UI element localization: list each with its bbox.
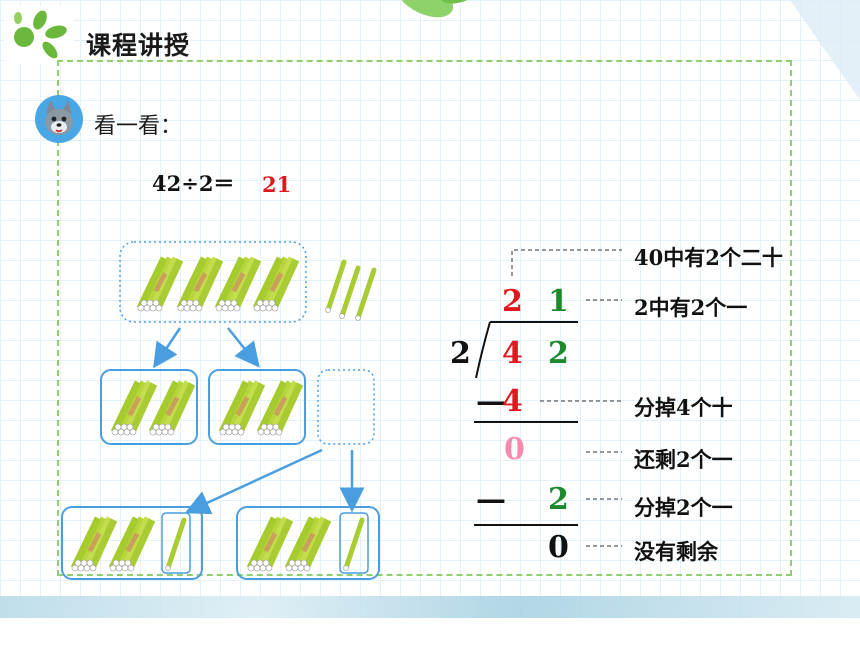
content-frame (57, 60, 792, 576)
remainder-1: 0 (504, 432, 525, 467)
step1-minus: — (476, 384, 506, 419)
step1-value: 4 (502, 384, 523, 419)
quotient-ones: 1 (548, 284, 569, 319)
stick-bundle-icon (150, 382, 192, 435)
note-line: 2中有2个一 (634, 295, 748, 320)
wolf-mascot-icon (35, 95, 83, 143)
stick-bundle-icon (220, 382, 262, 435)
note-line: 分掉4个十 (634, 395, 733, 420)
page-title: 课程讲授 (86, 31, 191, 60)
stick-bundle-icon (254, 258, 296, 311)
equation: 42÷2＝ (152, 171, 235, 196)
bottom-decoration (0, 596, 860, 618)
quotient-tens: 2 (502, 284, 523, 319)
single-stick-icon (344, 520, 363, 571)
stick-bundle-icon (258, 382, 300, 435)
note-line: 分掉2个一 (634, 495, 733, 520)
single-stick-icon (326, 262, 345, 313)
note-line: 还剩2个一 (634, 447, 733, 472)
sticks-diagram (61, 241, 622, 580)
dividend-tens: 4 (502, 336, 523, 371)
leaf-logo-icon (14, 10, 67, 59)
stick-bundle-icon (248, 518, 290, 571)
final-remainder: 0 (548, 530, 569, 565)
stick-bundle-icon (286, 518, 328, 571)
stick-bundle-icon (112, 382, 154, 435)
step2-value: 2 (548, 482, 569, 517)
stick-bundle-icon (138, 258, 180, 311)
leaf-decoration-icon (396, 0, 482, 18)
section-label: 看一看： (94, 114, 183, 139)
stick-bundle-icon (216, 258, 258, 311)
equation-answer: 21 (262, 172, 292, 197)
single-stick-icon (356, 270, 375, 321)
dividend-ones: 2 (548, 336, 569, 371)
step2-minus: — (476, 482, 506, 517)
page-margin (0, 618, 860, 645)
single-stick-icon (340, 268, 359, 319)
stick-bundle-icon (72, 518, 114, 571)
note-line: 没有剩余 (634, 539, 718, 564)
corner-decoration-icon (790, 0, 860, 100)
divisor: 2 (450, 336, 471, 371)
stick-bundle-icon (178, 258, 220, 311)
note-line: 40中有2个二十 (634, 245, 783, 270)
stick-bundle-icon (110, 518, 152, 571)
logo-box (4, 6, 74, 64)
single-stick-icon (166, 520, 185, 571)
slide: 课程讲授 看一看： 42÷2＝ 21 (0, 0, 860, 618)
